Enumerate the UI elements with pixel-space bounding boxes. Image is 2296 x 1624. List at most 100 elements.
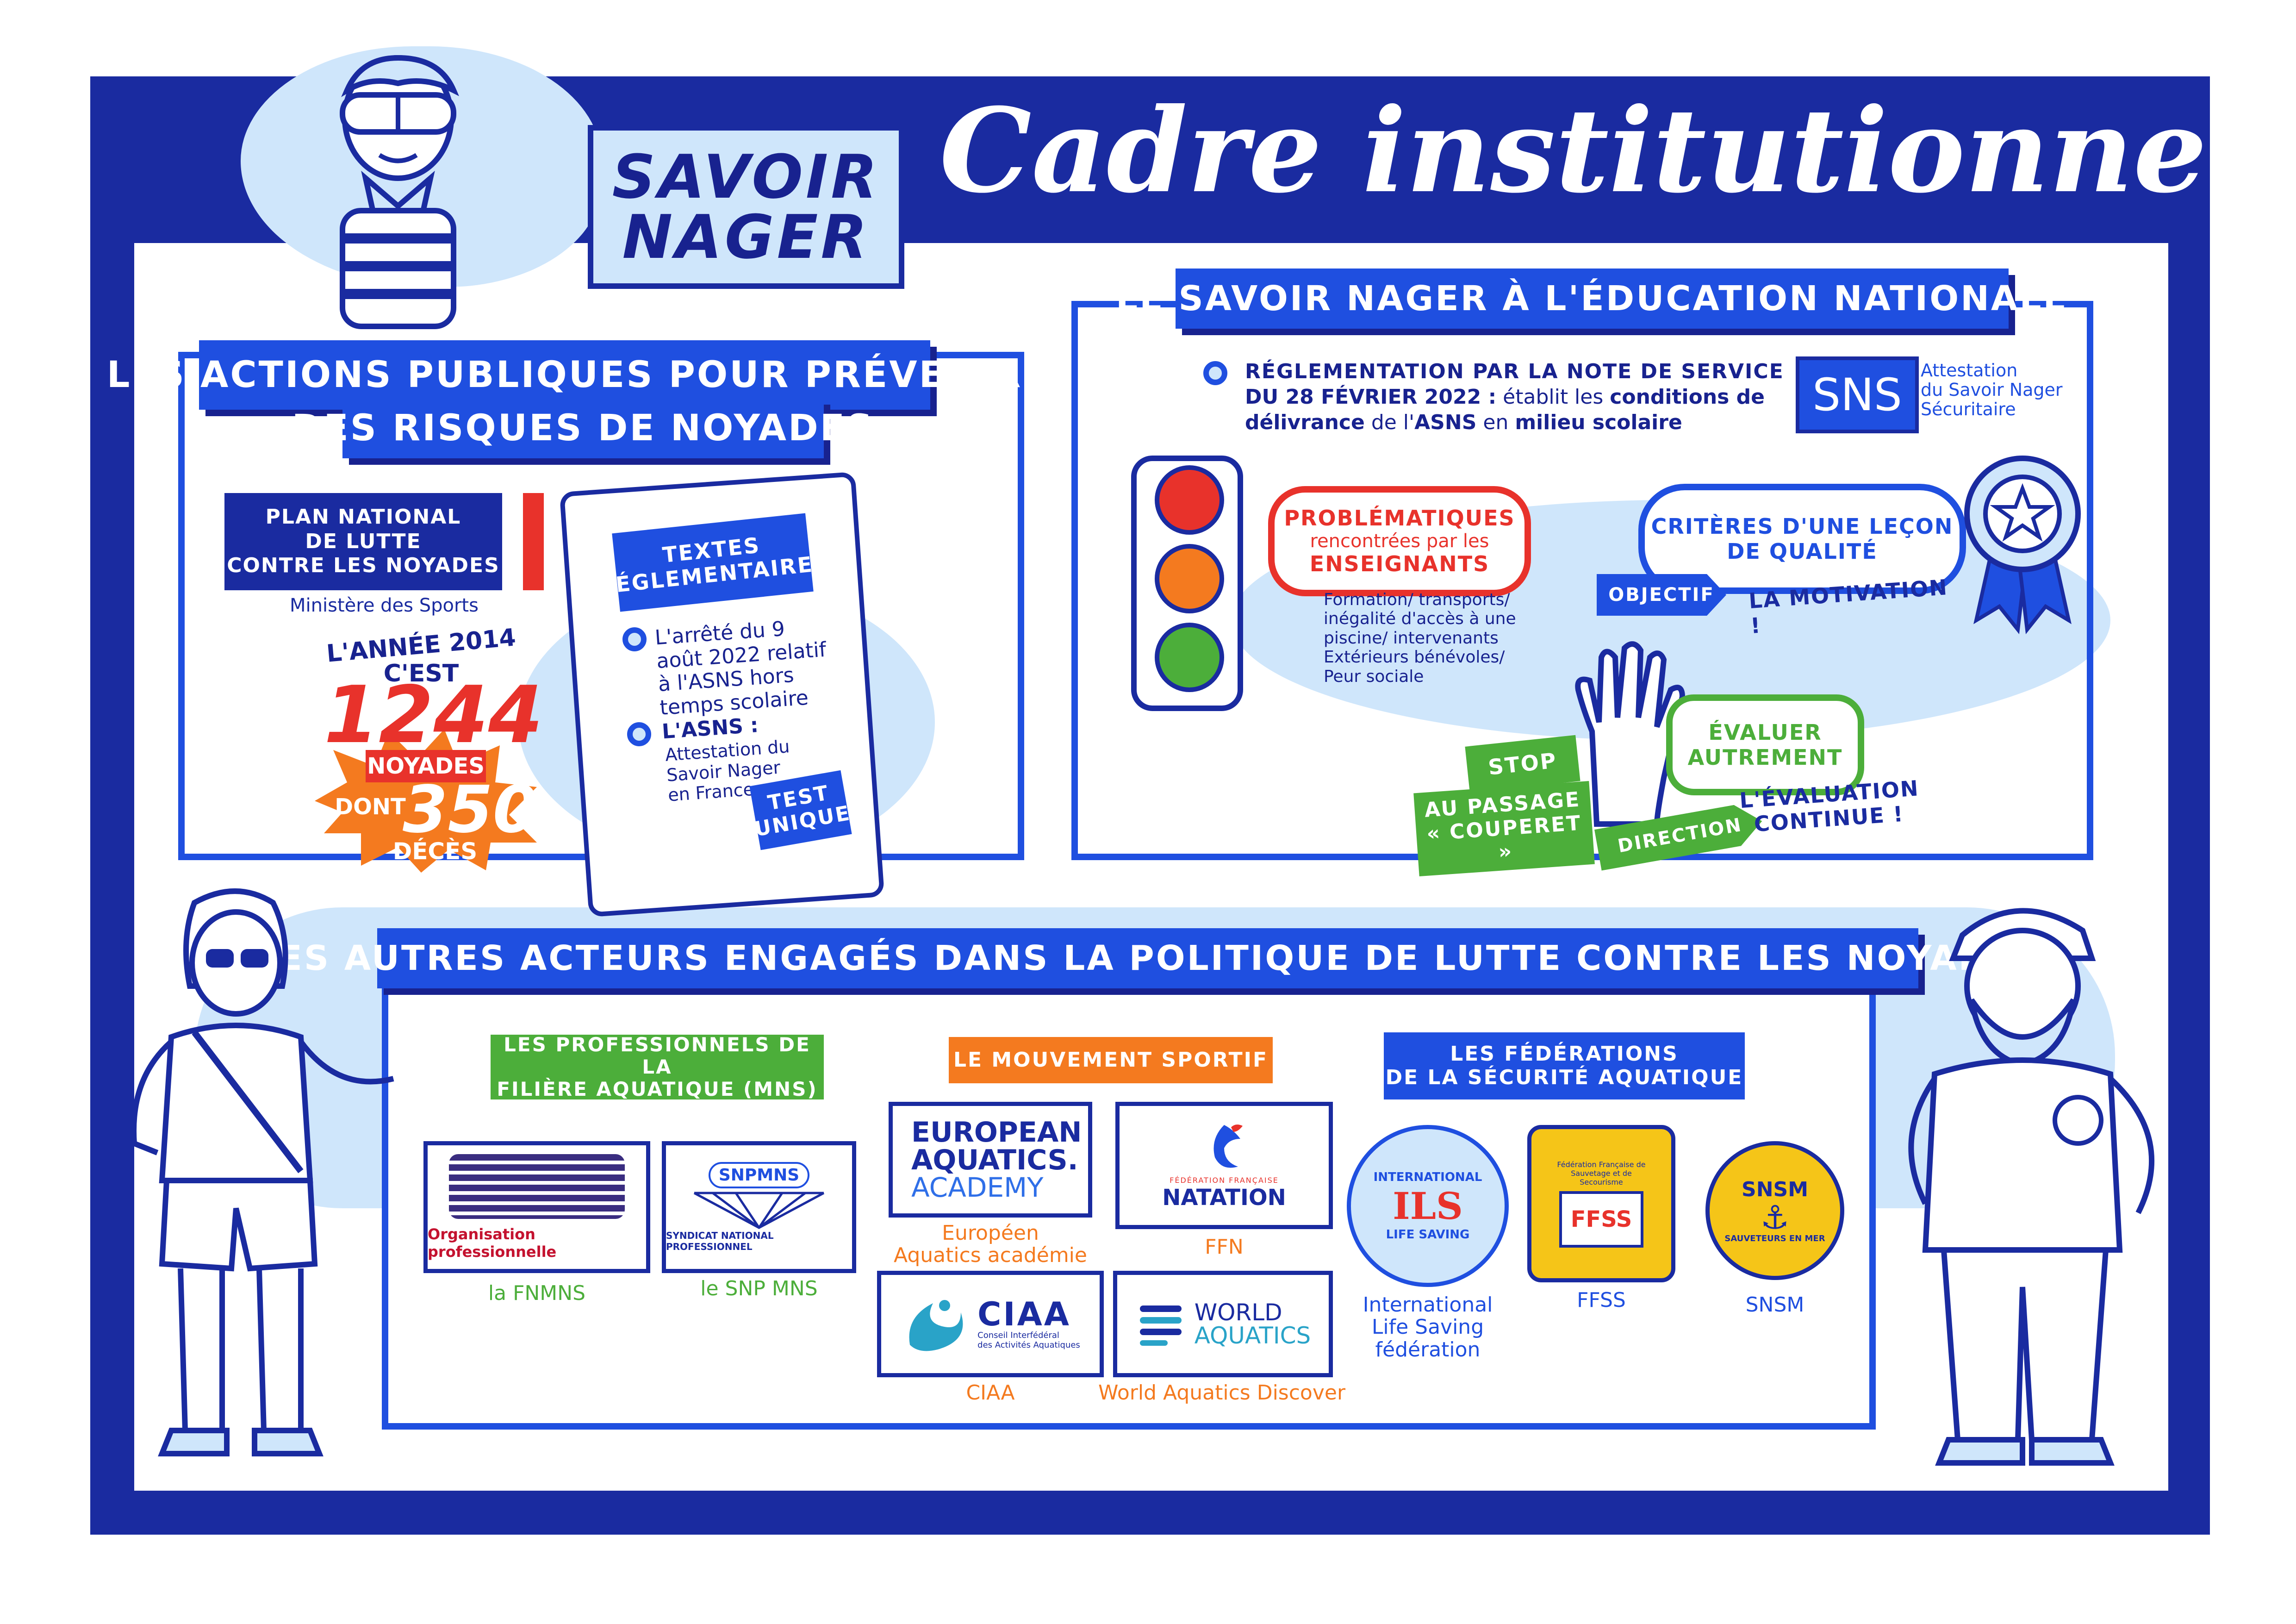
snsm-logo: SNSM ⚓ SAUVETEURS EN MER	[1705, 1141, 1844, 1280]
rule-text-b: de l'	[1364, 411, 1415, 434]
sport-tag: LE MOUVEMENT SPORTIF	[949, 1037, 1273, 1083]
ffn-rooster-icon	[1213, 1124, 1243, 1168]
eaa-caption-line2: Aquatics académie	[894, 1243, 1087, 1268]
objective-arrow: OBJECTIF	[1597, 574, 1726, 616]
fed-line1: LES FÉDÉRATIONS	[1450, 1042, 1679, 1066]
brand-line1: SAVOIR	[612, 142, 880, 212]
federations-tag: LES FÉDÉRATIONS DE LA SÉCURITÉ AQUATIQUE	[1384, 1032, 1745, 1099]
snpmns-logo: SNPMNS SYNDICAT NATIONAL PROFESSIONNEL	[662, 1141, 856, 1273]
problems-line2: rencontrées par les	[1310, 531, 1489, 552]
education-banner: LE SAVOIR NAGER À L'ÉDUCATION NATIONALE	[1116, 269, 2066, 329]
ils-caption-line2: Life Saving	[1371, 1315, 1484, 1339]
rule-text-c: en	[1476, 411, 1515, 434]
criteria-line2: DE QUALITÉ	[1727, 539, 1878, 564]
pro-line2: FILIÈRE AQUATIQUE (MNS)	[497, 1078, 818, 1101]
actors-banner: LES AUTRES ACTEURS ENGAGÉS DANS LA POLIT…	[255, 928, 2039, 988]
medal-icon	[1964, 456, 2081, 634]
ils-top: INTERNATIONAL	[1373, 1170, 1482, 1184]
snsm-bottom: SAUVETEURS EN MER	[1724, 1234, 1825, 1243]
plan-national-card: PLAN NATIONAL DE LUTTE CONTRE LES NOYADE…	[224, 493, 544, 590]
ciaa-sub-line1: Conseil Interfédéral	[977, 1330, 1059, 1340]
evaluate-line1: ÉVALUER	[1708, 720, 1822, 745]
rule-line2: DU 28 FÉVRIER 2022 : établit les conditi…	[1245, 384, 1800, 410]
ciaa-logo: CIAA Conseil Interfédéral des Activités …	[877, 1271, 1104, 1377]
plan-line1: PLAN NATIONAL	[265, 505, 461, 529]
plan-line3: CONTRE LES NOYADES	[227, 554, 500, 578]
drownings-count: 1244	[324, 669, 543, 761]
ciaa-wave-icon	[909, 1300, 963, 1351]
ciaa-sub-line2: des Activités Aquatiques	[977, 1340, 1080, 1350]
wa-line1: WORLD	[1194, 1299, 1282, 1326]
plan-line2: DE LUTTE	[305, 529, 422, 553]
snpmns-caption: le SNP MNS	[700, 1277, 818, 1300]
sns-desc-line1: Attestation	[1921, 360, 2018, 381]
ils-caption: International Life Saving fédération	[1342, 1293, 1513, 1361]
ils-mid: ILS	[1393, 1184, 1463, 1228]
rule-conditions: conditions de	[1610, 385, 1765, 409]
ffn-small-text: FÉDÉRATION FRANÇAISE	[1170, 1176, 1279, 1185]
french-flag-white	[502, 493, 523, 590]
wa-line2: AQUATICS	[1194, 1322, 1311, 1349]
fnmns-logo-mark	[449, 1154, 625, 1219]
passage-tag: AU PASSAGE « COUPERET »	[1413, 781, 1595, 877]
ils-bottom: LIFE SAVING	[1386, 1228, 1470, 1242]
ciaa-name: CIAA	[977, 1295, 1071, 1333]
regulatory-text-1: L'arrêté du 9 août 2022 relatif à l'ASNS…	[654, 617, 827, 720]
snpmns-net-icon	[693, 1192, 825, 1229]
dont-label: DONT	[335, 794, 406, 820]
fnmns-logo: Organisation professionnelle	[423, 1141, 650, 1273]
snsm-top: SNSM	[1742, 1178, 1808, 1201]
anchor-icon: ⚓	[1760, 1199, 1790, 1237]
snpmns-logo-name: SNPMNS	[708, 1162, 810, 1188]
regulatory-bullet-2	[627, 722, 651, 746]
ffn-caption: FFN	[1205, 1235, 1244, 1259]
ffss-logo: Fédération Française de Sauvetage et de …	[1527, 1125, 1675, 1282]
ffss-ring: Fédération Française de Sauvetage et de …	[1557, 1160, 1646, 1187]
world-aquatics-icon	[1139, 1305, 1182, 1346]
ffn-name: NATATION	[1162, 1185, 1286, 1211]
fnmns-caption: la FNMNS	[488, 1281, 586, 1305]
ils-logo: INTERNATIONAL ILS LIFE SAVING	[1347, 1125, 1509, 1287]
ministry-label: Ministère des Sports	[290, 595, 479, 616]
rule-date: DU 28 FÉVRIER 2022 :	[1245, 385, 1497, 409]
rule-line1: RÉGLEMENTATION PAR LA NOTE DE SERVICE	[1245, 360, 1784, 383]
rule-delivrance: délivrance	[1245, 411, 1365, 434]
criteria-line1: CRITÈRES D'UNE LEÇON	[1651, 514, 1954, 539]
eaa-caption-line1: Européen	[942, 1221, 1039, 1245]
swimmer-character-illustration	[340, 55, 459, 329]
ciaa-caption: CIAA	[966, 1381, 1015, 1405]
sns-desc-line2: du Savoir Nager	[1921, 379, 2063, 400]
fed-line2: DE LA SÉCURITÉ AQUATIQUE	[1385, 1065, 1743, 1089]
french-flag-red	[523, 493, 544, 590]
snsm-caption: SNSM	[1745, 1293, 1804, 1317]
eaa-caption: Européen Aquatics académie	[889, 1222, 1092, 1267]
ffss-mid: FFSS	[1559, 1191, 1643, 1248]
deaths-label: DÉCÈS	[392, 838, 478, 865]
woman-character-illustration	[131, 888, 394, 1456]
regulatory-bullet-1	[622, 627, 647, 651]
eaa-line1: EUROPEAN	[911, 1116, 1082, 1149]
sns-desc-line3: Sécuritaire	[1921, 399, 2016, 419]
brand-line2: NAGER	[622, 202, 870, 272]
problems-line3: ENSEIGNANTS	[1309, 551, 1490, 576]
deaths-count: 350	[403, 772, 538, 848]
sns-logo: SNS	[1796, 356, 1919, 433]
rule-text-a: établit les	[1496, 385, 1610, 409]
world-aquatics-logo: WORLD AQUATICS	[1113, 1271, 1333, 1377]
evaluate-line2: AUTREMENT	[1687, 745, 1843, 770]
professionals-tag: LES PROFESSIONNELS DE LA FILIÈRE AQUATIQ…	[491, 1033, 824, 1101]
year-line2: C'EST	[383, 660, 459, 687]
problems-bubble: PROBLÉMATIQUES rencontrées par les ENSEI…	[1268, 486, 1531, 596]
lifeguard-character-illustration	[1908, 908, 2155, 1466]
eaa-line2: AQUATICS.	[911, 1144, 1078, 1176]
rule-line3: délivrance de l'ASNS en milieu scolaire	[1245, 410, 1800, 435]
brand-box: SAVOIR NAGER	[588, 125, 904, 289]
ffn-logo: FÉDÉRATION FRANÇAISE NATATION	[1115, 1102, 1333, 1229]
problems-line1: PROBLÉMATIQUES	[1284, 506, 1515, 531]
evaluate-bubble: ÉVALUER AUTREMENT	[1666, 694, 1864, 795]
traffic-light-illustration	[1131, 456, 1243, 711]
fnmns-logo-text: Organisation professionnelle	[428, 1225, 557, 1261]
ffss-caption: FFSS	[1577, 1288, 1626, 1312]
page-title: Cadre institutionnel	[940, 82, 2251, 219]
education-rule-bullet	[1203, 361, 1227, 385]
